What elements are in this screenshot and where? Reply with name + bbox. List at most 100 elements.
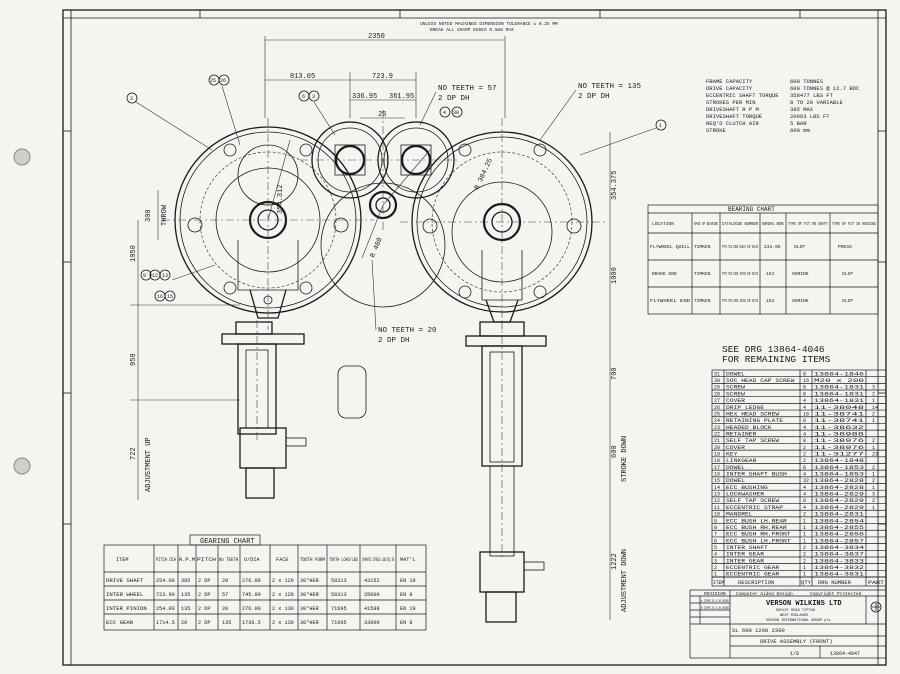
parts-item-number: 31 xyxy=(714,371,720,377)
parts-quantity: 2 xyxy=(803,552,806,558)
svg-text:2350: 2350 xyxy=(368,33,385,41)
gear-cell: 20 xyxy=(222,606,228,612)
svg-text:1222: 1222 xyxy=(611,553,619,570)
parts-part-number: 1 xyxy=(872,505,875,511)
parts-item-number: 4 xyxy=(714,552,717,558)
svg-text:TYPE OF FIT ON SHAFT: TYPE OF FIT ON SHAFT xyxy=(788,221,828,227)
parts-item-number: 10 xyxy=(714,512,720,518)
parts-description: KEY xyxy=(726,452,737,458)
svg-text:25: 25 xyxy=(378,111,386,119)
svg-text:30: 30 xyxy=(453,110,459,116)
gear-cell: 2 DP xyxy=(198,620,210,626)
svg-text:TYPE TDO CONE 46790 CUP 46720: TYPE TDO CONE 46790 CUP 46720 xyxy=(722,298,758,304)
gear-cell: 723.90 xyxy=(156,592,175,598)
parts-item-number: 13 xyxy=(714,492,720,498)
parts-drawing-number: 13864-2855 xyxy=(814,525,864,531)
svg-text:950: 950 xyxy=(130,353,138,366)
gear-cell: 745.90 xyxy=(242,592,261,598)
svg-text:TIMKEN: TIMKEN xyxy=(694,244,711,250)
parts-quantity: 4 xyxy=(803,492,806,498)
svg-text:DRIVE CAPACITY: DRIVE CAPACITY xyxy=(706,85,753,92)
gear-cell: 35000 xyxy=(364,592,380,598)
svg-text:STROKES PER MIN: STROKES PER MIN xyxy=(706,99,756,106)
parts-part-number: 2 xyxy=(872,498,875,504)
svg-text:FRAME CAPACITY: FRAME CAPACITY xyxy=(706,78,753,85)
gear-cell: 2 DP xyxy=(198,578,210,584)
svg-text:723.9: 723.9 xyxy=(372,73,393,81)
svg-text:13864-4047: 13864-4047 xyxy=(830,651,860,657)
parts-item-number: 21 xyxy=(714,438,720,444)
parts-item-number: 15 xyxy=(714,478,720,484)
parts-drawing-number: 13864-2831 xyxy=(814,512,864,518)
svg-text:NO TEETH = 135: NO TEETH = 135 xyxy=(578,83,642,91)
parts-quantity: 8 xyxy=(803,371,806,377)
parts-description: COVER xyxy=(726,445,745,451)
svg-text:No TEETH: No TEETH xyxy=(219,557,238,563)
parts-item-number: 24 xyxy=(714,418,720,424)
parts-description: SELF TAP SCREW xyxy=(726,498,779,504)
parts-drawing-number: 13864-2829 xyxy=(814,505,864,511)
parts-item-number: 3 xyxy=(714,558,717,564)
svg-text:Copyright Protected: Copyright Protected xyxy=(810,591,862,597)
parts-part-number: 2 xyxy=(872,478,875,484)
svg-text:2 DP DH: 2 DP DH xyxy=(378,337,410,345)
parts-quantity: 8 xyxy=(803,438,806,444)
parts-description: DRIP LEDGE xyxy=(726,405,764,411)
parts-description: HEX HEAD SCREW xyxy=(726,411,779,417)
svg-text:15: 15 xyxy=(167,294,173,300)
gear-cell: 57 xyxy=(222,592,228,598)
gear-cell: ECC GEAR xyxy=(106,620,133,626)
parts-description: ECC BUSH RH.FRONT xyxy=(726,532,791,538)
svg-text:6: 6 xyxy=(302,94,305,100)
svg-text:2 DP DH: 2 DP DH xyxy=(438,95,470,103)
svg-text:234.95: 234.95 xyxy=(764,244,781,250)
gear-cell: 71695 xyxy=(331,606,347,612)
svg-text:DRIVESHAFT R P M: DRIVESHAFT R P M xyxy=(706,106,759,113)
svg-text:1050: 1050 xyxy=(130,245,138,262)
parts-drawing-number: 13864-1846 xyxy=(814,371,864,377)
gear-cell: 135 xyxy=(181,606,190,612)
parts-description: COVER xyxy=(726,398,745,404)
svg-text:700: 700 xyxy=(611,367,619,380)
parts-drawing-number: 13864-2829 xyxy=(814,492,864,498)
svg-text:1: 1 xyxy=(659,123,662,129)
parts-item-number: 8 xyxy=(714,525,717,531)
parts-drawing-number: 11-38048 xyxy=(814,405,864,411)
svg-text:SLIP: SLIP xyxy=(842,298,853,304)
svg-text:VERSON INTERNATIONAL GROUP plc: VERSON INTERNATIONAL GROUP plc xyxy=(766,618,831,623)
svg-text:THROW: THROW xyxy=(161,204,169,226)
punch-hole xyxy=(13,457,31,475)
svg-text:PITCH DIA: PITCH DIA xyxy=(156,557,177,563)
gear-cell: INTER WHEEL xyxy=(106,592,143,598)
svg-text:354.312: 354.312 xyxy=(277,185,285,214)
parts-description: SCREW xyxy=(726,391,745,397)
svg-text:PART: PART xyxy=(868,579,885,586)
parts-drawing-number: 13864-3831 xyxy=(814,572,864,578)
parts-part-number: 2 xyxy=(872,465,875,471)
svg-text:600: 600 xyxy=(611,445,619,458)
parts-description: HEADED BLOCK xyxy=(726,425,772,431)
parts-part-number: 1 xyxy=(872,485,875,491)
parts-part-number: 23 xyxy=(872,452,878,458)
svg-text:1/8: 1/8 xyxy=(790,651,799,657)
teeth-callouts: NO TEETH = 57 2 DP DH NO TEETH = 135 2 D… xyxy=(371,83,642,345)
parts-quantity: 4 xyxy=(803,398,806,404)
svg-text:NOMINAL BORE: NOMINAL BORE xyxy=(762,221,784,227)
parts-drawing-number: 11-38741 xyxy=(814,411,864,417)
parts-drawing-number: 13864-2854 xyxy=(814,518,864,524)
gear-cell: EN 8 xyxy=(400,592,412,598)
svg-text:154: 154 xyxy=(766,271,775,277)
svg-text:NO TEETH = 57: NO TEETH = 57 xyxy=(438,85,497,93)
parts-part-number: 3 xyxy=(872,492,875,498)
parts-quantity: 1 xyxy=(803,572,806,578)
gear-cell: 2 x 120 xyxy=(272,578,294,584)
svg-text:STROKE DOWN: STROKE DOWN xyxy=(621,436,629,482)
left-connection-assembly xyxy=(221,320,307,499)
parts-description: ECCENTRIC GEAR xyxy=(726,565,779,571)
parts-description: SOC HEAD CAP SCREW xyxy=(726,378,794,384)
parts-item-number: 27 xyxy=(714,398,720,404)
parts-quantity: 1 xyxy=(803,518,806,524)
